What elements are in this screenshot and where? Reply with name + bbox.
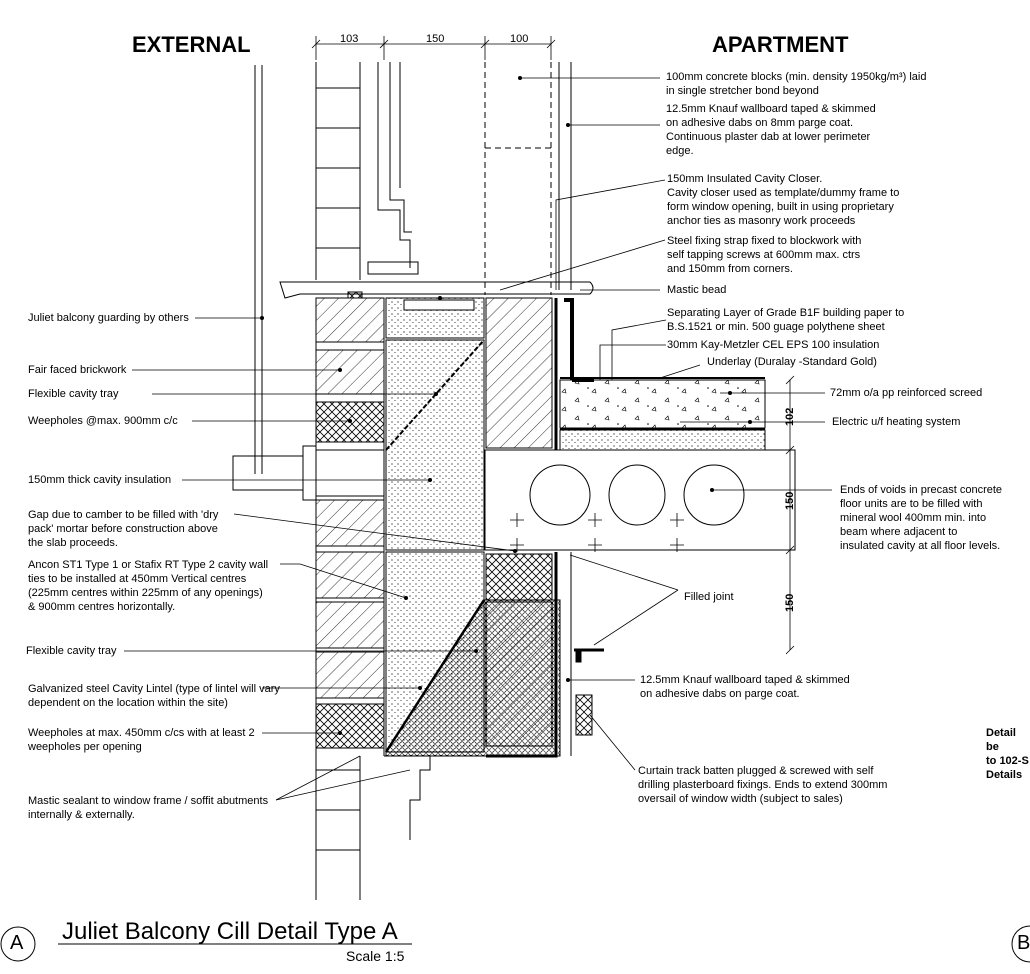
dim-side-102: 102	[784, 407, 796, 426]
note-precast-voids: Ends of voids in precast concrete floor …	[840, 484, 1003, 552]
note-camber-gap: Gap due to camber to be filled with 'dry…	[28, 509, 219, 549]
dim-top-103: 103	[340, 33, 359, 45]
dim-top-100: 100	[510, 33, 529, 45]
note-filled-joint: Filled joint	[684, 591, 734, 603]
floor-slab	[484, 449, 796, 552]
note-wallboard-upper: 12.5mm Knauf wallboard taped & skimmed o…	[666, 103, 876, 157]
note-underlay: Underlay (Duralay -Standard Gold)	[707, 356, 877, 368]
external-heading: EXTERNAL	[132, 32, 251, 57]
apartment-heading: APARTMENT	[712, 32, 849, 57]
leader-lines	[124, 77, 832, 801]
upper-brick-courses	[316, 87, 360, 249]
note-fair-faced-brick: Fair faced brickwork	[28, 364, 127, 376]
note-cavity-tray-upper: Flexible cavity tray	[28, 388, 119, 400]
top-dimension-line	[311, 36, 556, 60]
note-cavity-tray-lower: Flexible cavity tray	[26, 645, 117, 657]
note-steel-strap: Steel fixing strap fixed to blockwork wi…	[667, 235, 862, 275]
note-separating-layer: Separating Layer of Grade B1F building p…	[667, 307, 905, 333]
note-weepholes-upper: Weepholes @max. 900mm c/c	[28, 415, 178, 427]
note-cavity-closer: 150mm Insulated Cavity Closer. Cavity cl…	[667, 173, 900, 227]
detail-title: Juliet Balcony Cill Detail Type A	[62, 918, 398, 945]
note-detail-cut: Detail be to 102-S Details	[986, 727, 1029, 781]
note-screed: 72mm o/a pp reinforced screed	[830, 387, 983, 399]
note-eps-insulation: 30mm Kay-Metzler CEL EPS 100 insulation	[667, 339, 880, 351]
callout-dots	[260, 76, 752, 735]
juliet-balcony-rail	[232, 65, 317, 501]
dim-side-150a: 150	[784, 491, 796, 510]
dim-side-150b: 150	[784, 593, 796, 612]
lower-internal-finish	[570, 552, 604, 756]
cill	[279, 281, 594, 339]
detail-scale: Scale 1:5	[346, 948, 405, 964]
upper-wall	[315, 62, 572, 295]
note-cavity-lintel: Galvanized steel Cavity Lintel (type of …	[28, 683, 280, 709]
floor-build-up	[559, 298, 766, 451]
note-mastic-sealant: Mastic sealant to window frame / soffit …	[28, 795, 269, 821]
note-mastic-bead: Mastic bead	[667, 284, 727, 296]
note-cavity-insulation: 150mm thick cavity insulation	[28, 474, 172, 486]
dim-top-150: 150	[426, 33, 445, 45]
next-detail-marker: B	[1017, 932, 1030, 954]
title-block	[0, 925, 1030, 963]
note-balcony-guarding: Juliet balcony guarding by others	[28, 312, 189, 324]
detail-marker: A	[10, 932, 24, 954]
note-wall-ties: Ancon ST1 Type 1 or Stafix RT Type 2 cav…	[28, 559, 269, 613]
side-dimension-line	[785, 375, 795, 655]
inner-block-leaf	[485, 297, 558, 758]
note-wallboard-lower: 12.5mm Knauf wallboard taped & skimmed o…	[640, 674, 850, 700]
cavity-insulation	[384, 339, 561, 757]
note-heating: Electric u/f heating system	[832, 416, 961, 428]
note-weepholes-lower: Weepholes at max. 450mm c/cs with at lea…	[28, 727, 255, 753]
note-concrete-blocks: 100mm concrete blocks (min. density 1950…	[666, 71, 927, 97]
note-curtain-batten: Curtain track batten plugged & screwed w…	[638, 765, 888, 805]
